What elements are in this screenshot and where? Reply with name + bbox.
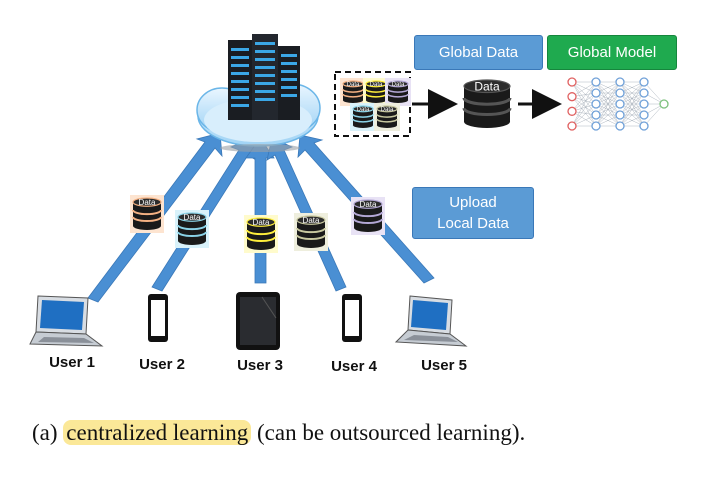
global-data-box: Global Data <box>414 35 543 70</box>
data-tag: Data <box>392 82 405 88</box>
data-tag: Data <box>474 79 500 93</box>
upload-label-line1: Upload <box>449 194 497 211</box>
user-label-5: User 5 <box>421 357 467 374</box>
server-icon <box>228 34 300 120</box>
db-agg-orange: Data <box>340 78 366 106</box>
upload-local-data-box: Upload Local Data <box>412 187 534 239</box>
caption-prefix: (a) <box>32 420 58 445</box>
data-tag: Data <box>370 82 383 88</box>
db-global: Data <box>462 79 512 128</box>
tablet-icon-user3 <box>236 292 280 350</box>
db-agg-cyan: Data <box>350 103 376 131</box>
phone-icon-user4 <box>342 294 362 342</box>
db-agg-olive: Data <box>374 103 400 131</box>
data-tag: Data <box>253 218 270 227</box>
figure-caption: (a) centralized learning (can be outsour… <box>32 420 692 446</box>
data-tag: Data <box>360 200 377 209</box>
arrow-user3 <box>245 137 275 284</box>
data-tag: Data <box>381 107 394 113</box>
user-label-2: User 2 <box>139 356 185 373</box>
caption-suffix: (can be outsourced learning). <box>257 420 526 445</box>
db-upload-user4: Data <box>294 213 328 251</box>
db-upload-user1: Data <box>130 195 164 233</box>
data-tag: Data <box>139 198 156 207</box>
db-agg-purple: Data <box>385 78 411 106</box>
aggregated-data-box <box>334 71 411 137</box>
user-label-3: User 3 <box>237 357 283 374</box>
neural-network-icon <box>567 77 669 131</box>
global-model-box: Global Model <box>547 35 677 70</box>
data-tag: Data <box>184 213 201 222</box>
laptop-icon-user5 <box>394 295 468 347</box>
caption-highlight: centralized learning <box>63 420 252 445</box>
data-tag: Data <box>303 216 320 225</box>
data-tag: Data <box>347 82 360 88</box>
data-tag: Data <box>357 107 370 113</box>
phone-icon-user2 <box>148 294 168 342</box>
upload-label-line2: Local Data <box>437 215 509 232</box>
db-upload-user2: Data <box>175 210 209 248</box>
user-label-4: User 4 <box>331 358 377 375</box>
db-upload-user5: Data <box>351 197 385 235</box>
db-upload-user3: Data <box>244 215 278 253</box>
laptop-icon-user1 <box>29 295 104 347</box>
user-label-1: User 1 <box>49 354 95 371</box>
